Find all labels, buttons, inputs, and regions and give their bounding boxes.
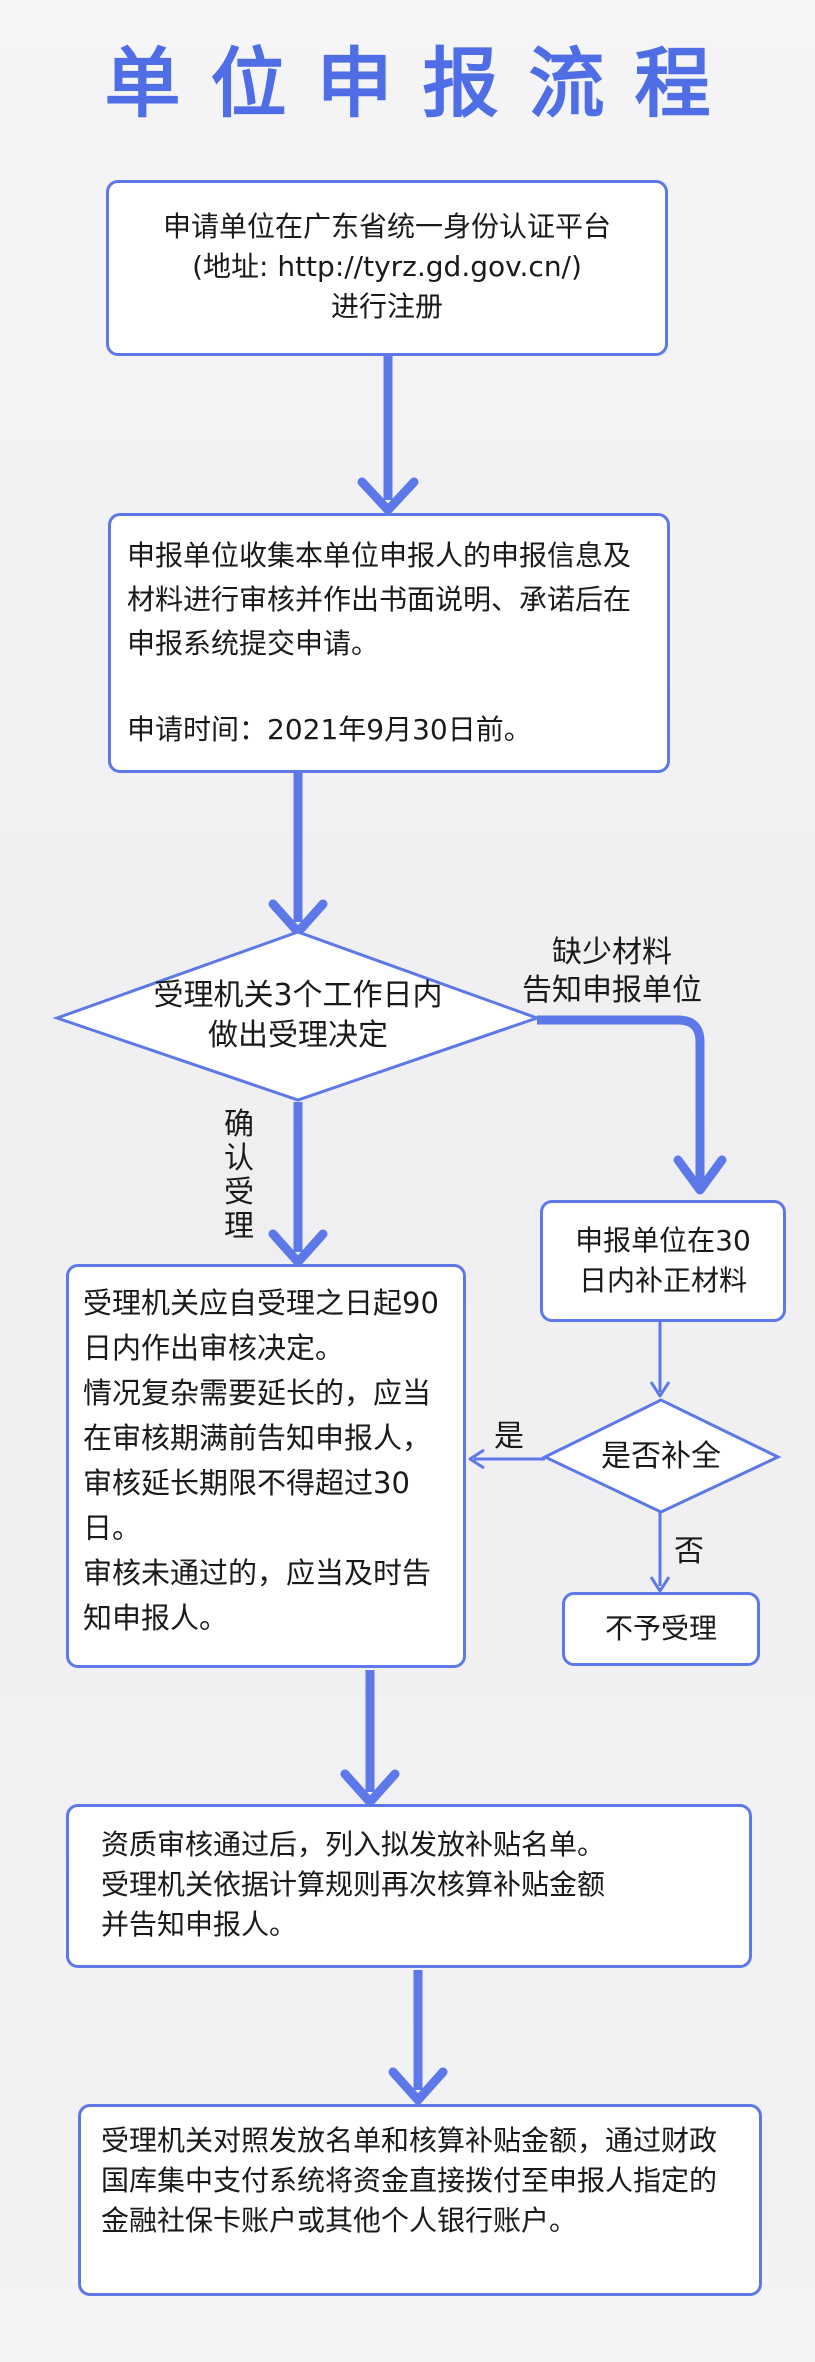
arrowhead-no <box>649 1576 671 1593</box>
approve-line-3: 并告知申报人。 <box>101 1908 298 1941</box>
confirm-accept-label: 确认受理 <box>224 1107 254 1244</box>
arrowhead-yes <box>468 1448 485 1470</box>
accept-decision-text: 受理机关3个工作日内 做出受理决定 <box>100 976 496 1056</box>
register-line-1: 申请单位在广东省统一身份认证平台 <box>162 210 611 243</box>
approve-line-1: 资质审核通过后，列入拟发放补贴名单。 <box>101 1828 606 1861</box>
arrowhead-supplement-to-check <box>649 1381 671 1398</box>
register-line-2: (地址: http://tyrz.gd.gov.cn/) <box>192 250 582 283</box>
arrowhead-missing <box>673 1155 727 1195</box>
review-text-3: 审核未通过的，应当及时告知申报人。 <box>83 1556 432 1635</box>
arrowhead-register-to-submit <box>357 477 419 515</box>
payment-text: 受理机关对照发放名单和核算补贴金额，通过财政国库集中支付系统将资金直接拨付至申报… <box>101 2124 718 2237</box>
supplement-step-box: 申报单位在30 日内补正材料 <box>540 1200 786 1322</box>
supplement-line-1: 申报单位在30 <box>575 1224 751 1257</box>
accept-decision-line-1: 受理机关3个工作日内 <box>153 978 443 1013</box>
approve-line-2: 受理机关依据计算规则再次核算补贴金额 <box>101 1868 606 1901</box>
arrowhead-confirm <box>268 1229 328 1267</box>
review-step-box: 受理机关应自受理之日起90日内作出审核决定。 情况复杂需要延长的，应当在审核期满… <box>66 1264 466 1668</box>
missing-label-line-2: 告知申报单位 <box>522 973 702 1008</box>
register-line-3: 进行注册 <box>330 290 443 323</box>
review-text-1: 受理机关应自受理之日起90日内作出审核决定。 <box>83 1286 439 1365</box>
complete-check-text: 是否补全 <box>601 1439 721 1474</box>
reject-step-box: 不予受理 <box>562 1592 760 1666</box>
no-label: 否 <box>674 1534 704 1569</box>
complete-check-diamond <box>541 1398 782 1514</box>
supplement-line-2: 日内补正材料 <box>578 1264 747 1297</box>
review-text-2: 情况复杂需要延长的，应当在审核期满前告知申报人，审核延长期限不得超过30日。 <box>83 1376 432 1545</box>
accept-decision-line-2: 做出受理决定 <box>208 1018 388 1053</box>
yes-label: 是 <box>494 1419 524 1454</box>
arrowhead-approve-to-pay <box>388 2067 448 2105</box>
missing-materials-label: 缺少材料 告知申报单位 <box>512 934 712 1010</box>
register-step-box: 申请单位在广东省统一身份认证平台 (地址: http://tyrz.gd.gov… <box>106 180 668 356</box>
arrowhead-review-to-approve <box>340 1769 400 1807</box>
approve-step-box: 资质审核通过后，列入拟发放补贴名单。 受理机关依据计算规则再次核算补贴金额 并告… <box>66 1804 752 1968</box>
missing-label-line-1: 缺少材料 <box>552 935 672 970</box>
page-title: 单位申报流程 <box>104 39 741 128</box>
submit-time: 申请时间：2021年9月30日前。 <box>127 713 532 746</box>
submit-step-box: 申报单位收集本单位申报人的申报信息及材料进行审核并作出书面说明、承诺后在申报系统… <box>108 513 670 773</box>
payment-step-box: 受理机关对照发放名单和核算补贴金额，通过财政国库集中支付系统将资金直接拨付至申报… <box>78 2104 762 2296</box>
submit-text: 申报单位收集本单位申报人的申报信息及材料进行审核并作出书面说明、承诺后在申报系统… <box>127 539 632 660</box>
arrow-missing-path <box>537 1015 705 1182</box>
